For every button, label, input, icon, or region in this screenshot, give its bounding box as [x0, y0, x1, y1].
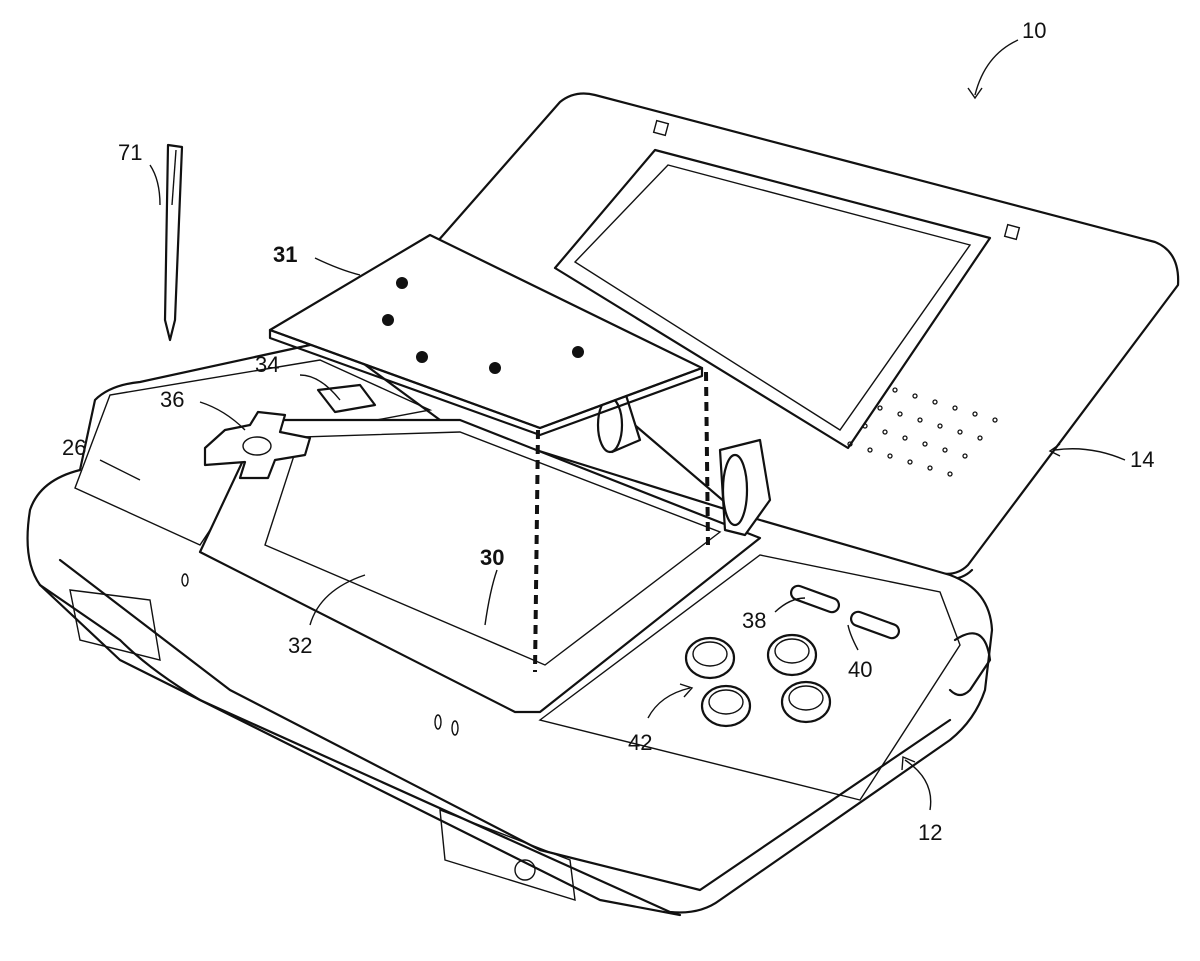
label-42: 42 [628, 730, 652, 755]
label-30: 30 [480, 545, 504, 570]
label-10: 10 [1022, 18, 1046, 43]
label-26: 26 [62, 435, 86, 460]
label-38: 38 [742, 608, 766, 633]
label-71: 71 [118, 140, 142, 165]
label-34: 34 [255, 352, 279, 377]
label-32: 32 [288, 633, 312, 658]
label-12: 12 [918, 820, 942, 845]
label-31: 31 [273, 242, 297, 267]
stylus-icon [165, 145, 182, 340]
label-14: 14 [1130, 447, 1154, 472]
label-40: 40 [848, 657, 872, 682]
label-36: 36 [160, 387, 184, 412]
